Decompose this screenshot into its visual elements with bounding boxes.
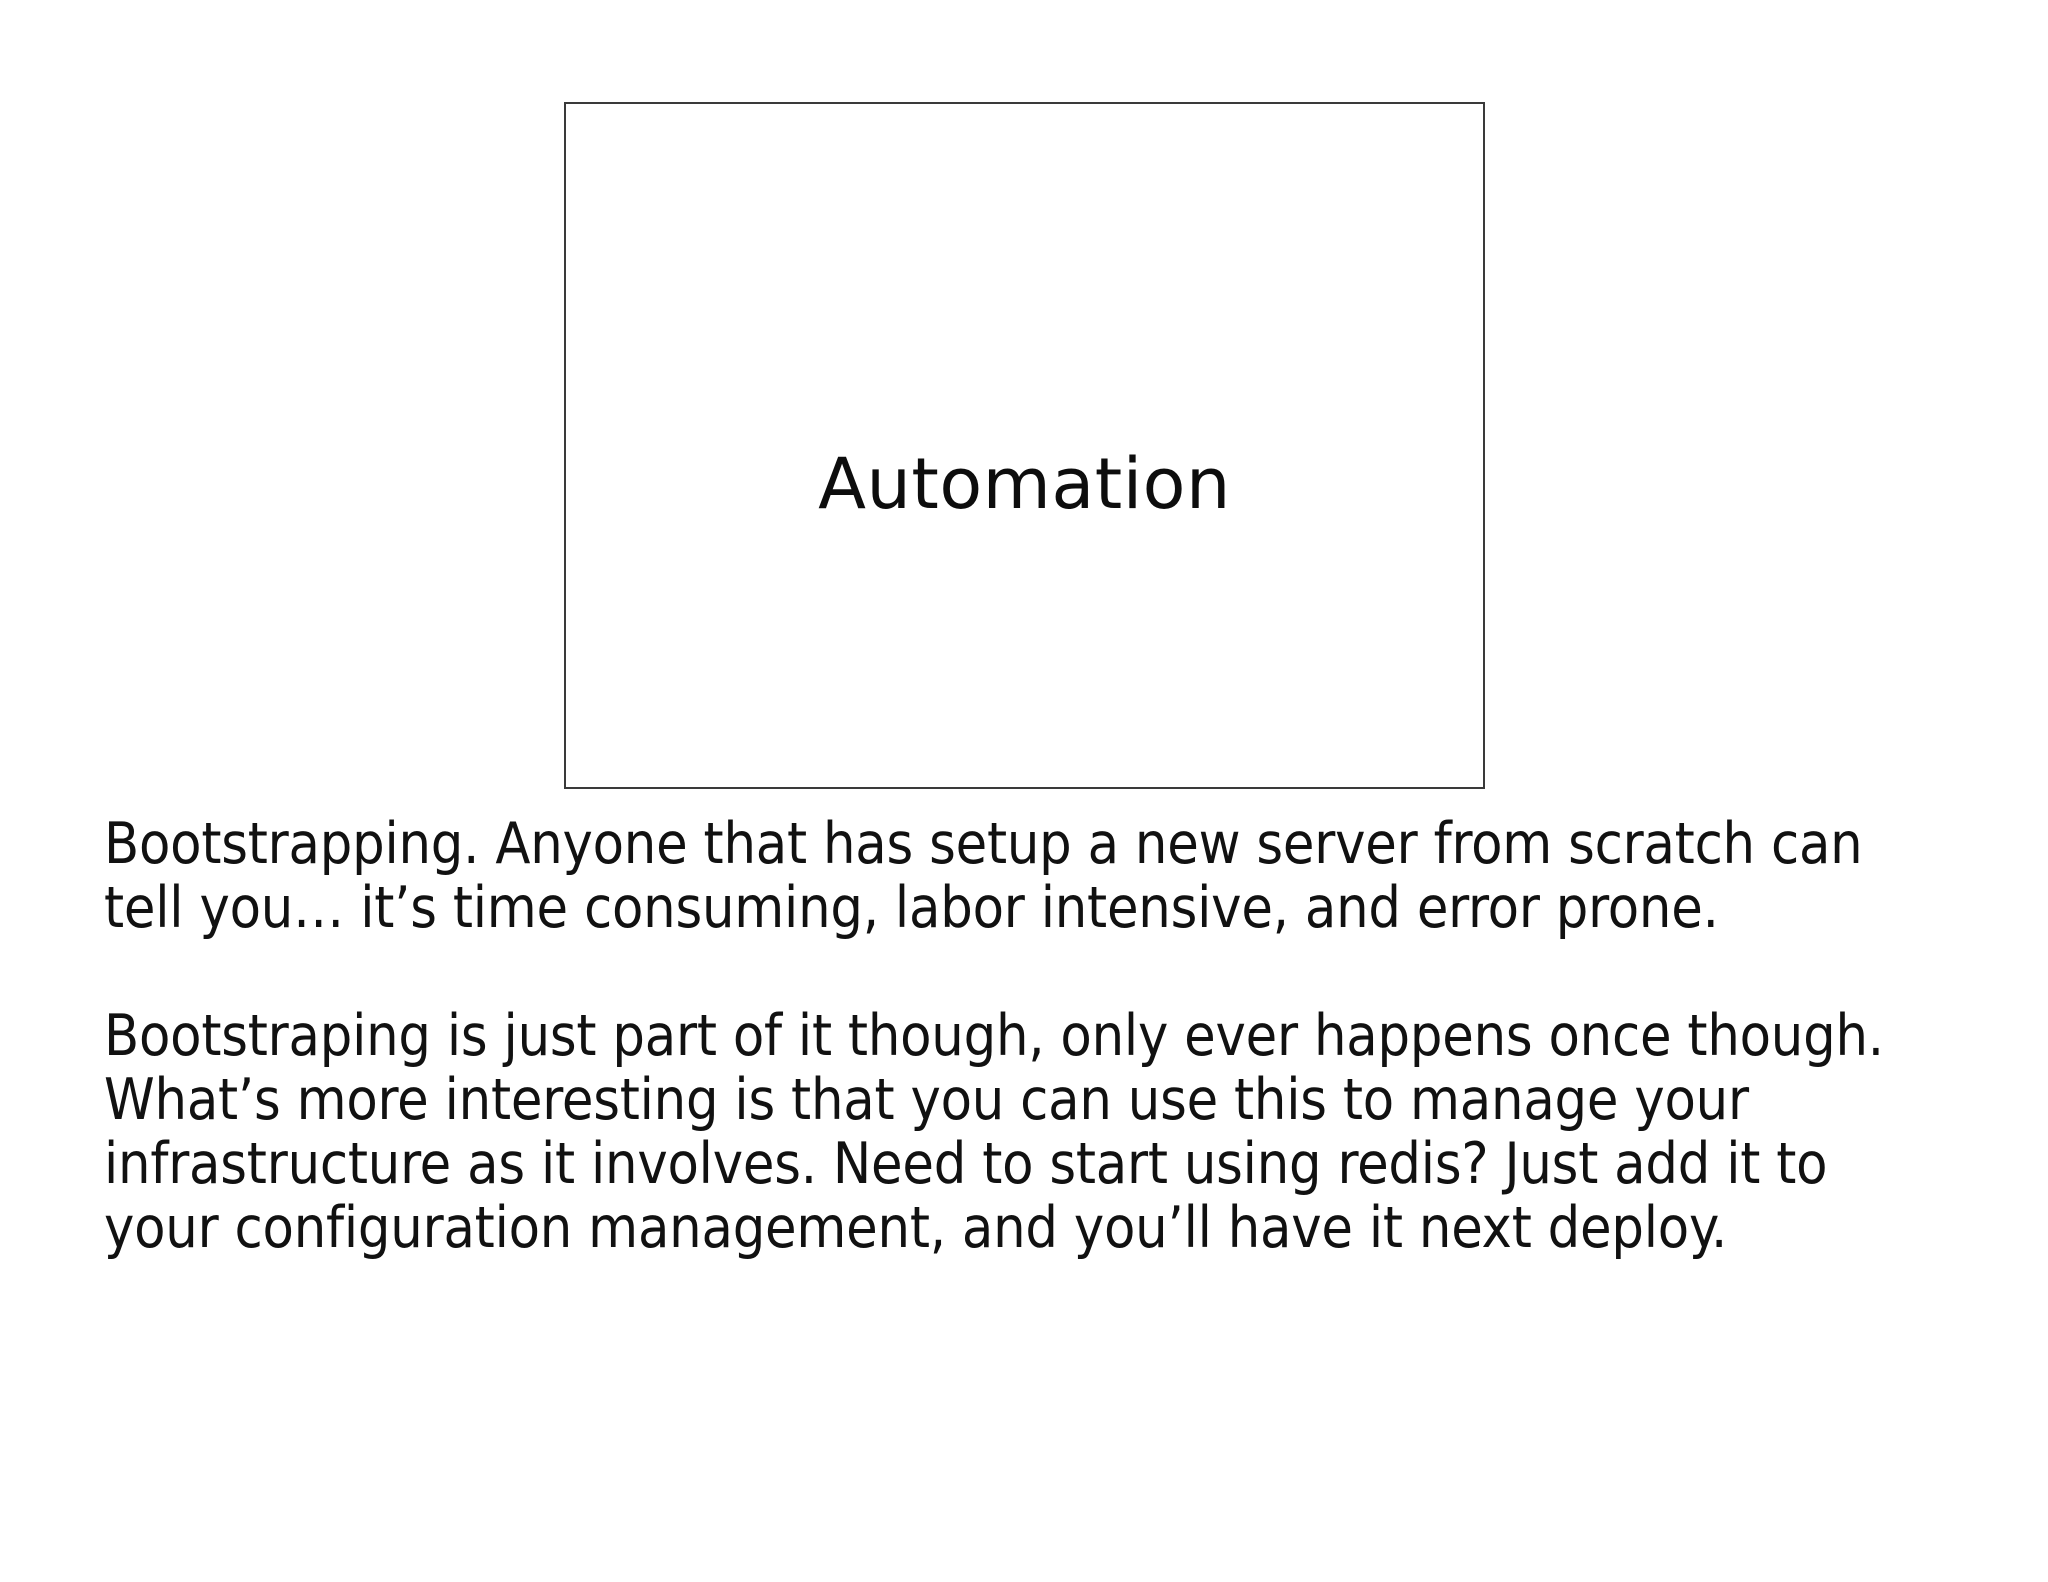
notes-paragraph-gap (104, 940, 1916, 1004)
notes-paragraph-1: Bootstrapping. Anyone that has setup a n… (104, 811, 1863, 941)
slide-title: Automation (818, 443, 1231, 525)
slide-frame: Automation (564, 102, 1485, 789)
speaker-notes: Bootstrapping. Anyone that has setup a n… (104, 812, 1916, 1260)
notes-paragraph-2: Bootstraping is just part of it though, … (104, 1003, 1884, 1261)
